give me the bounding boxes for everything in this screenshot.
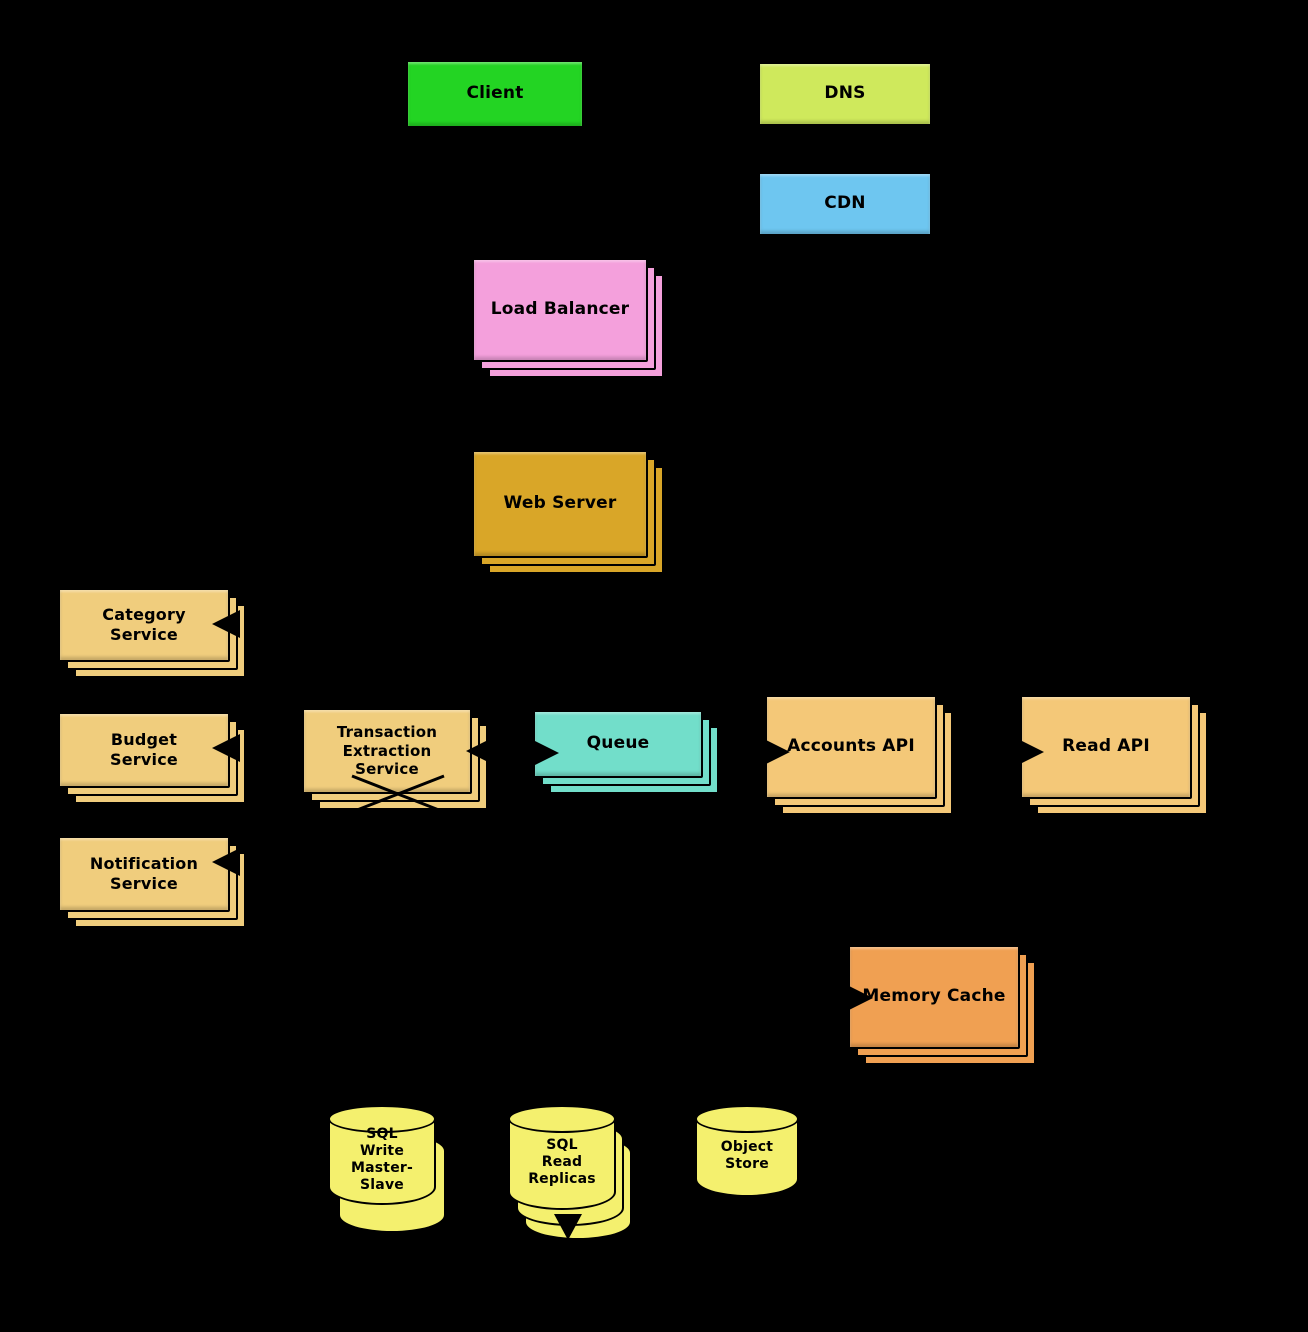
- node-label: Category Service: [102, 605, 186, 644]
- node-face: Transaction Extraction Service: [302, 708, 472, 794]
- node-face: Queue: [533, 710, 703, 778]
- node-label: CDN: [824, 193, 866, 214]
- node-memory-cache: Memory Cache: [848, 945, 1036, 1065]
- node-queue: Queue: [533, 710, 719, 794]
- node-face: Read API: [1020, 695, 1192, 799]
- node-label: Queue: [586, 733, 650, 754]
- node-face: Memory Cache: [848, 945, 1020, 1049]
- node-label: Budget Service: [110, 730, 178, 769]
- node-face: Budget Service: [58, 712, 230, 788]
- node-face: SQL Read Replicas: [508, 1105, 616, 1210]
- node-label: Transaction Extraction Service: [336, 722, 438, 779]
- node-face: Category Service: [58, 588, 230, 662]
- node-label: Accounts API: [787, 736, 915, 757]
- node-sql-read-replicas: SQL Read Replicas: [508, 1105, 632, 1240]
- node-label: Notification Service: [89, 854, 199, 893]
- node-label: Memory Cache: [862, 986, 1006, 1007]
- node-client: Client: [406, 60, 584, 128]
- node-face: Accounts API: [765, 695, 937, 799]
- node-label: DNS: [824, 83, 866, 104]
- node-label: Load Balancer: [490, 299, 630, 320]
- node-label: SQL Read Replicas: [528, 1137, 596, 1187]
- node-object-store: Object Store: [695, 1105, 799, 1197]
- node-budget-service: Budget Service: [58, 712, 246, 804]
- node-face: Notification Service: [58, 836, 230, 912]
- node-transaction-extraction-service: Transaction Extraction Service: [302, 708, 488, 810]
- node-sql-write-master-slave: SQL Write Master- Slave: [328, 1105, 446, 1233]
- node-face: Web Server: [472, 450, 648, 558]
- node-web-server: Web Server: [472, 450, 664, 574]
- node-face: CDN: [758, 172, 932, 236]
- node-dns: DNS: [758, 62, 932, 126]
- node-label: SQL Write Master- Slave: [350, 1126, 413, 1193]
- node-cdn: CDN: [758, 172, 932, 236]
- node-face: Client: [406, 60, 584, 128]
- node-label: Object Store: [720, 1139, 774, 1172]
- node-face: Object Store: [695, 1105, 799, 1197]
- node-accounts-api: Accounts API: [765, 695, 953, 815]
- node-face: DNS: [758, 62, 932, 126]
- node-read-api: Read API: [1020, 695, 1208, 815]
- node-face: Load Balancer: [472, 258, 648, 362]
- node-label: Client: [466, 83, 524, 104]
- node-category-service: Category Service: [58, 588, 246, 678]
- node-label: Web Server: [503, 493, 617, 514]
- node-notification-service: Notification Service: [58, 836, 246, 928]
- node-label: Read API: [1062, 736, 1150, 757]
- node-face: SQL Write Master- Slave: [328, 1105, 436, 1205]
- node-load-balancer: Load Balancer: [472, 258, 664, 378]
